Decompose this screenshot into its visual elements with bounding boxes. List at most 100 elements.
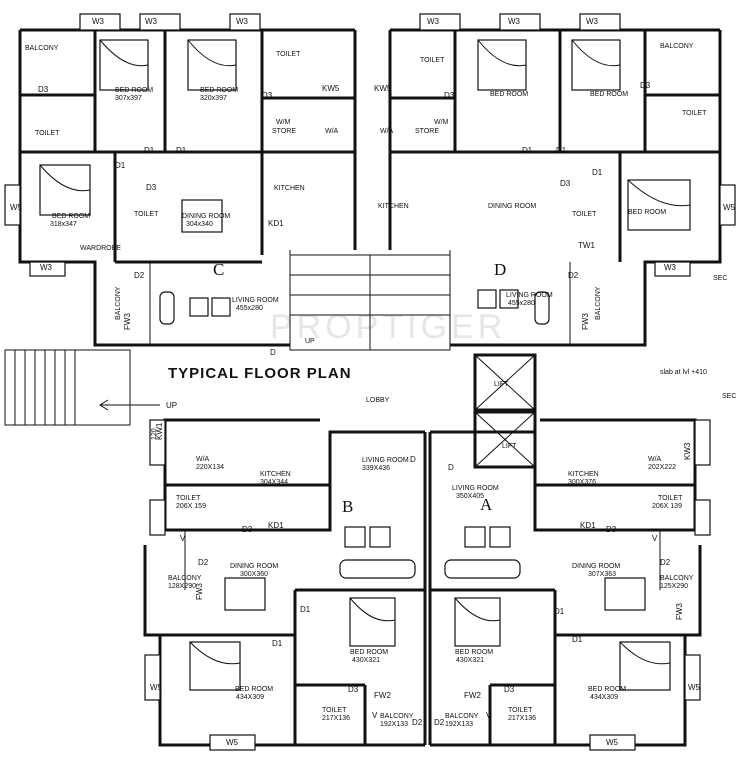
d-toilet1: TOILET <box>420 57 445 64</box>
living-furniture <box>159 289 550 579</box>
b-toilet2-size: 217X136 <box>322 715 350 722</box>
lift1-label: LIFT <box>494 381 509 388</box>
svg-text:D2: D2 <box>434 718 445 727</box>
entrance-up-label: UP <box>166 401 177 410</box>
svg-text:120: 120 <box>151 428 158 440</box>
b-wa-size: 220X134 <box>196 464 224 471</box>
b-living-size: 339X436 <box>362 465 390 472</box>
svg-text:D3: D3 <box>242 525 253 534</box>
svg-text:FW2: FW2 <box>374 691 391 700</box>
svg-text:D3: D3 <box>560 179 571 188</box>
a-balcony-side: BALCONY <box>660 575 694 582</box>
svg-text:FW3: FW3 <box>581 313 590 330</box>
c-toilet2: TOILET <box>276 51 301 58</box>
c-bed2-label: BED ROOM <box>200 87 238 94</box>
svg-text:D1: D1 <box>272 639 283 648</box>
b-kitchen: KITCHEN <box>260 471 291 478</box>
b-bed1-label: BED ROOM <box>350 649 388 656</box>
svg-text:W5: W5 <box>688 683 701 692</box>
flat-d-windows <box>419 13 736 277</box>
d-wa: W/A <box>380 128 394 135</box>
svg-text:W5: W5 <box>226 738 239 747</box>
svg-text:D3: D3 <box>38 85 49 94</box>
svg-text:D2: D2 <box>134 271 145 280</box>
svg-text:D1: D1 <box>522 146 533 155</box>
svg-text:D: D <box>410 455 416 464</box>
flat-b-windows <box>144 419 256 751</box>
a-bed1-size: 430X321 <box>456 657 484 664</box>
svg-text:W3: W3 <box>145 17 158 26</box>
svg-text:KD1: KD1 <box>580 521 596 530</box>
a-bed1-label: BED ROOM <box>455 649 493 656</box>
svg-text:W5: W5 <box>606 738 619 747</box>
svg-text:D3: D3 <box>146 183 157 192</box>
d-bed2-label: BED ROOM <box>590 91 628 98</box>
svg-text:KW1: KW1 <box>155 422 164 440</box>
d-store: STORE <box>415 128 439 135</box>
svg-text:D3: D3 <box>504 685 515 694</box>
svg-text:D1: D1 <box>572 635 583 644</box>
lift-block <box>473 353 537 469</box>
svg-text:W5: W5 <box>150 683 163 692</box>
svg-text:SEC: SEC <box>722 393 736 400</box>
a-balcony-bot-size: 192X133 <box>445 721 473 728</box>
b-wa: W/A <box>196 456 210 463</box>
d-living: LIVING ROOM <box>506 292 553 299</box>
c-wa: W/A <box>325 128 339 135</box>
entrance-stair <box>4 349 160 426</box>
watermark-text: PROPTIGER <box>270 308 506 346</box>
a-wa-size: 202X222 <box>648 464 676 471</box>
svg-text:D3: D3 <box>444 91 455 100</box>
b-balcony-side-size: 128X290 <box>168 583 196 590</box>
bed-furniture <box>39 39 691 691</box>
svg-text:W5: W5 <box>723 203 736 212</box>
a-toilet1: TOILET <box>658 495 683 502</box>
a-dining-size: 307X363 <box>588 571 616 578</box>
b-dining: DINING ROOM <box>230 563 278 570</box>
svg-text:D: D <box>448 463 454 472</box>
b-dining-size: 300X360 <box>240 571 268 578</box>
a-balcony-bot: BALCONY <box>445 713 479 720</box>
svg-text:D2: D2 <box>660 558 671 567</box>
c-bed3-size: 318x347 <box>50 221 77 228</box>
b-kitchen-size: 304X344 <box>260 479 288 486</box>
a-living: LIVING ROOM <box>452 485 499 492</box>
svg-text:D1: D1 <box>144 146 155 155</box>
svg-text:D3: D3 <box>640 81 651 90</box>
plan-title: TYPICAL FLOOR PLAN <box>168 365 352 382</box>
flat-c-letter: C <box>213 260 224 279</box>
d-wm: W/M <box>434 119 449 126</box>
c-balcony-top: BALCONY <box>25 45 59 52</box>
a-toilet2-size: 217X136 <box>508 715 536 722</box>
a-kitchen: KITCHEN <box>568 471 599 478</box>
svg-text:KD1: KD1 <box>268 521 284 530</box>
central-stair <box>289 254 451 351</box>
flat-a-letter: A <box>480 495 493 514</box>
a-kitchen-size: 300X376 <box>568 479 596 486</box>
svg-text:KW3: KW3 <box>683 442 692 460</box>
b-balcony-bot-size: 192X133 <box>380 721 408 728</box>
c-toilet3: TOILET <box>134 211 159 218</box>
lift2-label: LIFT <box>502 443 517 450</box>
svg-text:W3: W3 <box>664 263 677 272</box>
svg-text:D1: D1 <box>115 161 126 170</box>
c-bed1-size: 307x397 <box>115 95 142 102</box>
svg-text:W3: W3 <box>586 17 599 26</box>
b-living: LIVING ROOM <box>362 457 409 464</box>
svg-text:SEC: SEC <box>713 275 727 282</box>
lobby-label: LOBBY <box>366 397 390 404</box>
svg-text:D1: D1 <box>176 146 187 155</box>
svg-text:D3: D3 <box>606 525 617 534</box>
svg-text:KW5: KW5 <box>374 84 392 93</box>
a-bed2-size: 434X309 <box>590 694 618 701</box>
flat-b-letter: B <box>342 497 353 516</box>
flat-c-windows <box>4 13 261 277</box>
svg-text:D1: D1 <box>556 146 567 155</box>
svg-text:V: V <box>486 711 492 720</box>
c-dining-size: 304x340 <box>186 221 213 228</box>
c-kitchen: KITCHEN <box>274 185 305 192</box>
svg-text:KW5: KW5 <box>322 84 340 93</box>
svg-text:D3: D3 <box>262 91 273 100</box>
d-balcony-top: BALCONY <box>660 43 694 50</box>
